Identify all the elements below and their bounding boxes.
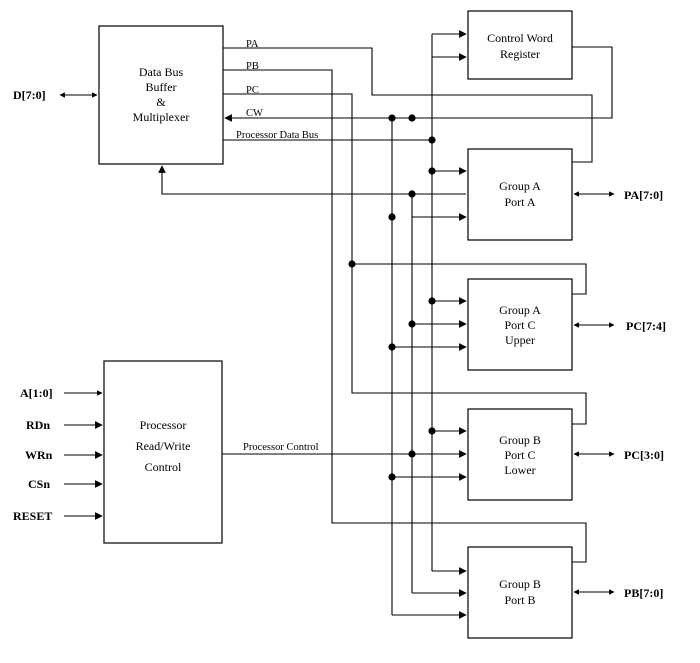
group-b-port-c-lower-line-2: Port C [504,448,535,462]
junction-dot [388,114,396,122]
csn-pin-label: CSn [28,477,50,491]
junction-dot [428,427,436,435]
cw-bus-label: CW [246,108,263,119]
group-b-port-c-lower-line-3: Lower [504,463,535,477]
pa-bus-wire [223,47,593,163]
pb-port-label: PB[7:0] [624,586,663,600]
pc-lower-port-label: PC[3:0] [624,448,664,462]
junction-dot [408,114,416,122]
processor-data-bus-label: Processor Data Bus [236,130,318,141]
data-bus-buffer-line-4: Multiplexer [133,110,190,124]
processor-control-label: Processor Control [243,442,319,453]
reset-pin-label: RESET [13,509,52,523]
group-b-port-b-line-1: Group B [499,577,541,591]
data-bus-buffer-line-2: Buffer [145,80,176,94]
group-b-port-b-line-2: Port B [504,593,535,607]
group-b-port-c-lower-line-1: Group B [499,433,541,447]
junction-dot [388,213,396,221]
junction-dot [388,343,396,351]
junction-dot [408,320,416,328]
control-word-register-line-2: Register [500,47,540,61]
d-pin-label: D[7:0] [13,88,46,102]
junction-dot [408,190,416,198]
junction-dot [408,450,416,458]
processor-rw-control-line-1: Processor [140,418,187,432]
a-pin-label: A[1:0] [20,386,53,400]
data-bus-buffer-line-3: & [156,95,166,109]
group-a-port-a-line-1: Group A [499,179,541,193]
pa-port-label: PA[7:0] [624,188,663,202]
group-a-port-a-block: Group A Port A [467,148,573,241]
pc-bus-label: PC [246,85,259,96]
junction-dot [428,167,436,175]
wrn-pin-label: WRn [25,448,53,462]
group-a-port-c-upper-line-3: Upper [505,333,535,347]
control-word-register-line-1: Control Word [487,31,553,45]
group-a-port-c-upper-block: Group A Port C Upper [467,278,573,371]
group-b-port-b-block: Group B Port B [467,546,573,639]
group-a-port-c-upper-line-2: Port C [504,318,535,332]
junction-dot [348,260,356,268]
processor-rw-control-block: Processor Read/Write Control [103,360,223,544]
rdn-pin-label: RDn [26,418,50,432]
pb-bus-label: PB [246,61,259,72]
processor-rw-control-line-2: Read/Write [136,439,191,453]
data-bus-buffer-line-1: Data Bus [139,65,184,79]
pc-upper-port-label: PC[7:4] [626,319,666,333]
junction-dots [348,114,436,481]
processor-rw-control-line-3: Control [145,460,182,474]
pc-bus-wire [223,93,587,425]
junction-dot [388,473,396,481]
group-b-port-c-lower-block: Group B Port C Lower [467,408,573,501]
pb-bus-wire [223,69,587,563]
buffer-return-wire [158,165,466,195]
group-a-port-a-line-2: Port A [504,195,535,209]
junction-dot [428,297,436,305]
data-bus-buffer-block: Data Bus Buffer & Multiplexer [98,25,224,165]
junction-dot [428,136,436,144]
control-word-register-block: Control Word Register [467,10,573,80]
pa-bus-label: PA [246,39,259,50]
group-a-port-c-upper-line-1: Group A [499,303,541,317]
pc-upper-feed-wire [352,263,587,295]
cw-bus-wire [224,46,613,122]
